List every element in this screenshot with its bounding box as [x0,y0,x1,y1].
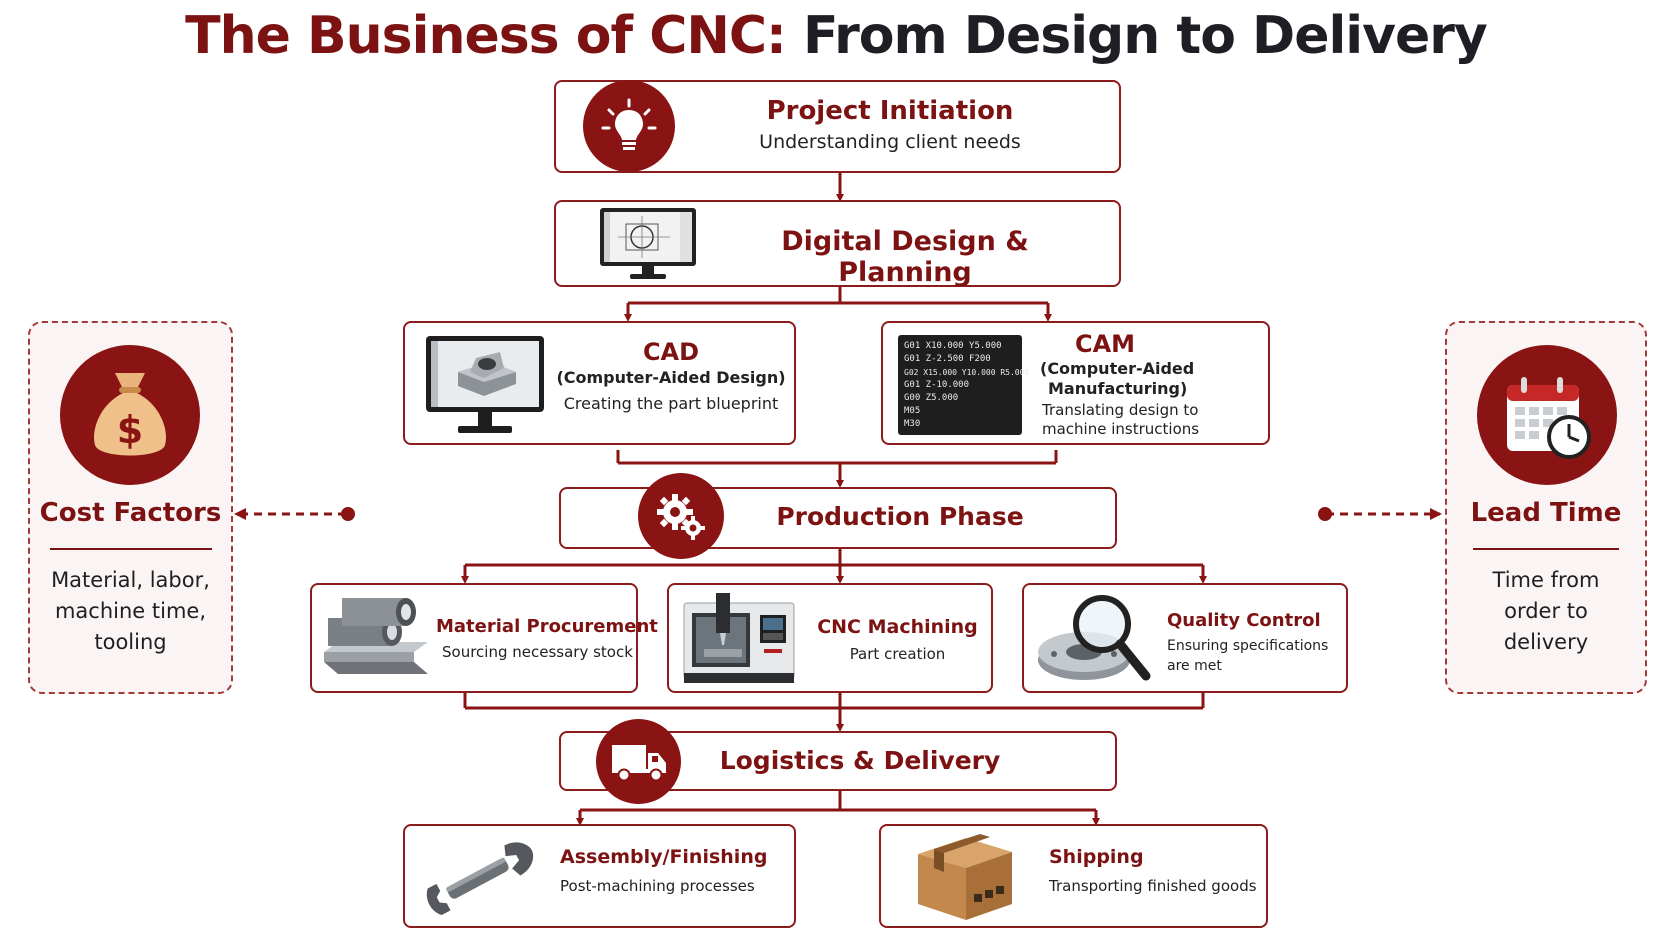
cam-subtitle-2: Manufacturing) [1048,379,1188,398]
lead-time-line-1: Time from [1492,568,1600,592]
shipping-desc: Transporting finished goods [1049,877,1257,895]
initiation-subtitle: Understanding client needs [759,131,1021,153]
cnc-machine-icon [680,589,798,687]
cam-subtitle-1: (Computer-Aided [1040,359,1195,378]
logistics-title: Logistics & Delivery [719,746,1001,775]
procurement-title: Material Procurement [436,616,658,637]
design-title: Digital Design & Planning [781,226,1029,288]
quality-desc-2: are met [1167,658,1222,674]
shipping-title: Shipping [1049,846,1144,868]
page-title: The Business of CNC: From Design to Deli… [0,6,1672,66]
production-title: Production Phase [776,502,1024,531]
machining-desc: Part creation [849,645,946,663]
assembly-title: Assembly/Finishing [560,846,768,868]
cost-factors-panel: $ Cost Factors Material, labor, machine … [28,321,233,694]
cost-factors-line-2: machine time, [54,599,207,623]
cost-factors-title: Cost Factors [39,498,222,528]
cad-subtitle: (Computer-Aided Design) [556,368,786,387]
wrench-icon [418,832,544,920]
quality-title: Quality Control [1167,610,1321,631]
monitor-blueprint-icon [598,206,698,282]
cost-divider [50,548,212,550]
cost-factors-line-3: tooling [94,630,167,654]
magnifier-icon [1034,588,1158,688]
machining-title: CNC Machining [817,616,978,638]
calendar-clock-icon [1477,345,1617,485]
gcode-line: G02 X15.000 Y10.000 R5.000 [904,368,1030,377]
initiation-title: Project Initiation [766,96,1014,126]
lead-time-title: Lead Time [1470,498,1622,528]
dollar-symbol: $ [117,408,143,452]
lead-time-panel: Lead Time Time from order to delivery [1445,321,1647,694]
money-bag-icon: $ [60,345,200,485]
gcode-line: G00 Z5.000 [904,393,959,403]
cad-desc: Creating the part blueprint [563,394,779,413]
title-part-1: The Business of CNC: [185,6,787,66]
gears-icon [638,473,724,559]
gcode-line: G01 Z-10.000 [904,380,970,390]
cad-monitor-icon [424,334,546,438]
cam-title: CAM [1074,330,1136,358]
title-part-2: From Design to Delivery [802,6,1488,66]
lightbulb-icon [583,80,675,172]
box-icon [910,826,1020,924]
gcode-line: G01 Z-2.500 F200 [904,354,991,364]
cam-desc-2: machine instructions [1042,420,1200,438]
truck-icon [596,719,681,804]
steel-stock-icon [318,592,434,686]
gcode-line: M30 [904,419,921,429]
quality-desc-1: Ensuring specifications [1167,638,1329,654]
procurement-desc: Sourcing necessary stock [442,643,633,661]
cam-desc-1: Translating design to [1042,401,1199,419]
gcode-screen-icon: G01 X10.000 Y5.000 G01 Z-2.500 F200 G02 … [898,335,1030,435]
lead-divider [1473,548,1619,550]
gcode-line: G01 X10.000 Y5.000 [904,341,1002,351]
assembly-desc: Post-machining processes [560,877,755,895]
lead-time-line-2: order to [1504,599,1588,623]
cad-title: CAD [642,338,700,366]
cost-factors-line-1: Material, labor, [51,568,210,592]
lead-time-line-3: delivery [1503,630,1589,654]
gcode-line: M05 [904,406,921,416]
